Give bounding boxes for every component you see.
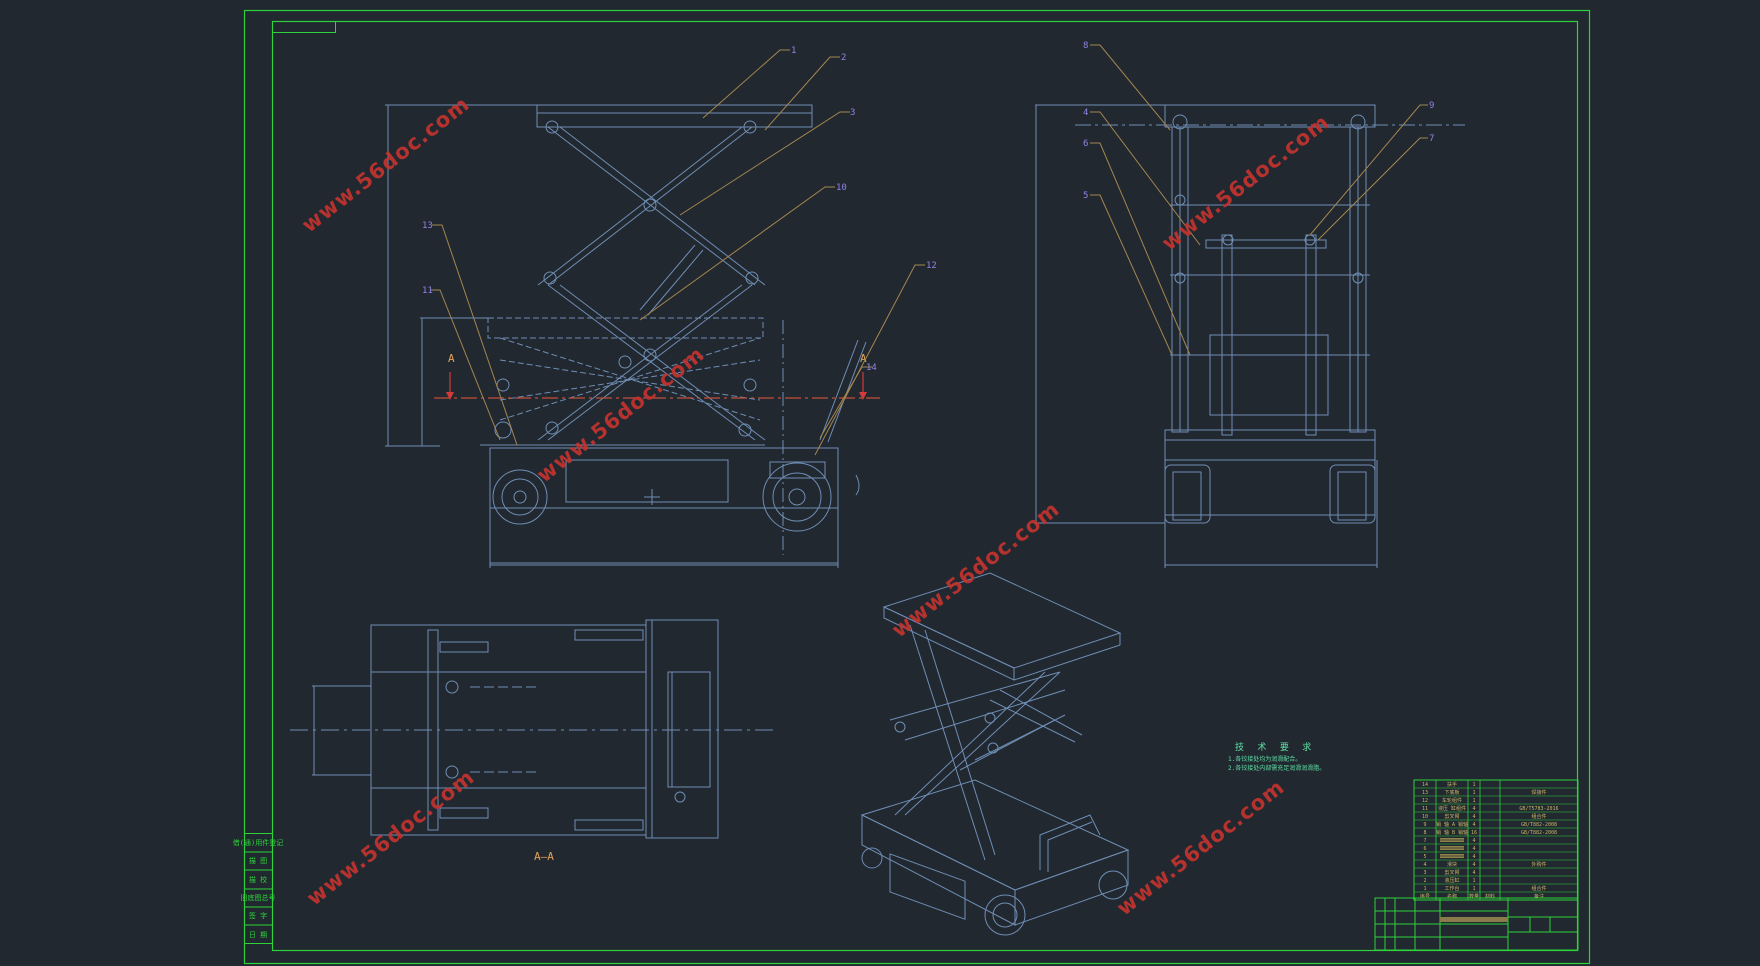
bom-cell: 液压 缸组件 xyxy=(1438,805,1466,812)
bom-cell: 4 xyxy=(1472,870,1475,876)
part-number-label: 11 xyxy=(422,286,433,296)
bom-header-cell: 材料 xyxy=(1485,893,1495,900)
side-table-cell: 描 图 xyxy=(249,856,267,865)
section-marker-right: A xyxy=(860,352,867,365)
bom-cell: 滑块 xyxy=(1447,861,1457,868)
bom-cell: 4 xyxy=(1472,854,1475,860)
side-table-cell: 借(通)用件登记 xyxy=(233,838,283,847)
bom-cell: 4 xyxy=(1472,846,1475,852)
bom-cell: 12 xyxy=(1422,798,1428,804)
bom-cell: 1 xyxy=(1472,790,1475,796)
bom-cell: GB/T882-2008 xyxy=(1521,830,1557,836)
part-number-label: 13 xyxy=(422,221,433,231)
bom-cell: 剪叉臂 xyxy=(1444,813,1459,820)
watermark-text: www.56doc.com xyxy=(887,497,1064,643)
bom-cell: 4 xyxy=(1472,822,1475,828)
bom-cell: 外购件 xyxy=(1531,861,1546,868)
watermark-text: www.56doc.com xyxy=(1112,775,1289,921)
bom-header-cell: 序号 xyxy=(1420,893,1430,900)
bom-cell: 1 xyxy=(1472,878,1475,884)
bom-cell: 焊接件 xyxy=(1531,789,1546,796)
part-number-label: 14 xyxy=(866,363,877,373)
bom-cell: 4 xyxy=(1423,862,1426,868)
side-table-cell: 描 校 xyxy=(249,875,267,884)
part-number-label: 2 xyxy=(841,53,846,63)
bom-cell: 3 xyxy=(1423,870,1426,876)
side-registration-table: 借(通)用件登记 描 图 描 校 旧底图总号 签 字 日 期 xyxy=(233,833,283,944)
bom-cell: 组合件 xyxy=(1531,885,1546,892)
section-view-a-a xyxy=(290,619,775,839)
watermark-text: www.56doc.com xyxy=(297,92,474,238)
front-view xyxy=(385,104,867,568)
part-number-label: 12 xyxy=(926,261,937,271)
bom-cell: GB/T882-2008 xyxy=(1521,822,1557,828)
bom-cell: 组合件 xyxy=(1531,813,1546,820)
bom-header-cell: 名称 xyxy=(1447,893,1457,900)
bom-cell: 4 xyxy=(1472,814,1475,820)
part-leaders-front xyxy=(430,49,925,456)
bom-cell: 销 轴 B 销轴 xyxy=(1436,829,1468,836)
bom-cell: 1 xyxy=(1472,782,1475,788)
drawing-frame xyxy=(243,9,1591,965)
bom-cell: GB/T5783-2016 xyxy=(1519,806,1558,812)
isometric-view xyxy=(860,572,1130,936)
bom-cell: 2 xyxy=(1423,878,1426,884)
part-number-label: 3 xyxy=(850,108,855,118)
tech-requirements-title: 技 术 要 求 xyxy=(1235,741,1315,753)
part-number-label: 7 xyxy=(1429,134,1434,144)
bom-cell: 14 xyxy=(1422,782,1428,788)
bom-cell: 1 xyxy=(1472,886,1475,892)
bom-cell: 1 xyxy=(1472,798,1475,804)
bom-cell: 车轮组件 xyxy=(1442,797,1462,804)
section-view-label: A—A xyxy=(534,850,554,863)
bom-cell: 11 xyxy=(1422,806,1428,812)
bom-cell: 扶手 xyxy=(1447,781,1457,788)
bom-header-cell: 数量 xyxy=(1469,893,1479,900)
side-view xyxy=(1035,104,1465,568)
bom-cell: 1 xyxy=(1423,886,1426,892)
side-table-cell: 日 期 xyxy=(249,931,267,939)
bom-cell: 10 xyxy=(1422,814,1428,820)
watermark-text: www.56doc.com xyxy=(302,765,479,911)
watermark-text: www.56doc.com xyxy=(1157,110,1334,256)
bom-cell: 下底板 xyxy=(1444,789,1459,796)
bom-cell: 6 xyxy=(1423,846,1426,852)
bom-cell: 4 xyxy=(1472,838,1475,844)
bom-cell: 8 xyxy=(1423,830,1426,836)
bom-cell: 工作台 xyxy=(1444,885,1459,892)
bom-cell: 销 轴 A 销轴 xyxy=(1436,821,1468,828)
part-leaders-side xyxy=(1090,44,1428,356)
section-line xyxy=(434,372,880,400)
bom-cell: 液压缸 xyxy=(1444,877,1459,884)
bom-cell: 7 xyxy=(1423,838,1426,844)
part-number-label: 9 xyxy=(1429,101,1434,111)
watermark-text: www.56doc.com xyxy=(532,342,709,488)
bom-cell: 13 xyxy=(1422,790,1428,796)
bom-cell: 16 xyxy=(1471,830,1477,836)
part-number-label: 4 xyxy=(1083,108,1088,118)
part-number-label: 1 xyxy=(791,46,796,56)
tech-requirement-line: 2.各铰接处内部需充足润滑润滑脂。 xyxy=(1228,764,1325,772)
tech-requirement-line: 1.各铰接处均为润滑配合。 xyxy=(1228,755,1301,763)
bom-cell: 9 xyxy=(1423,822,1426,828)
bom-cell: 5 xyxy=(1423,854,1426,860)
part-number-label: 8 xyxy=(1083,41,1088,51)
part-number-label: 6 xyxy=(1083,139,1088,149)
section-marker-left: A xyxy=(448,352,455,365)
part-number-label: 10 xyxy=(836,183,847,193)
side-table-cell: 旧底图总号 xyxy=(241,893,276,902)
title-block xyxy=(1374,897,1579,951)
bom-cell: 4 xyxy=(1472,806,1475,812)
bom-cell: 4 xyxy=(1472,862,1475,868)
part-number-label: 5 xyxy=(1083,191,1088,201)
side-table-cell: 签 字 xyxy=(249,911,267,920)
bom-header-cell: 备注 xyxy=(1534,893,1544,900)
bom-cell: 剪叉臂 xyxy=(1444,869,1459,876)
